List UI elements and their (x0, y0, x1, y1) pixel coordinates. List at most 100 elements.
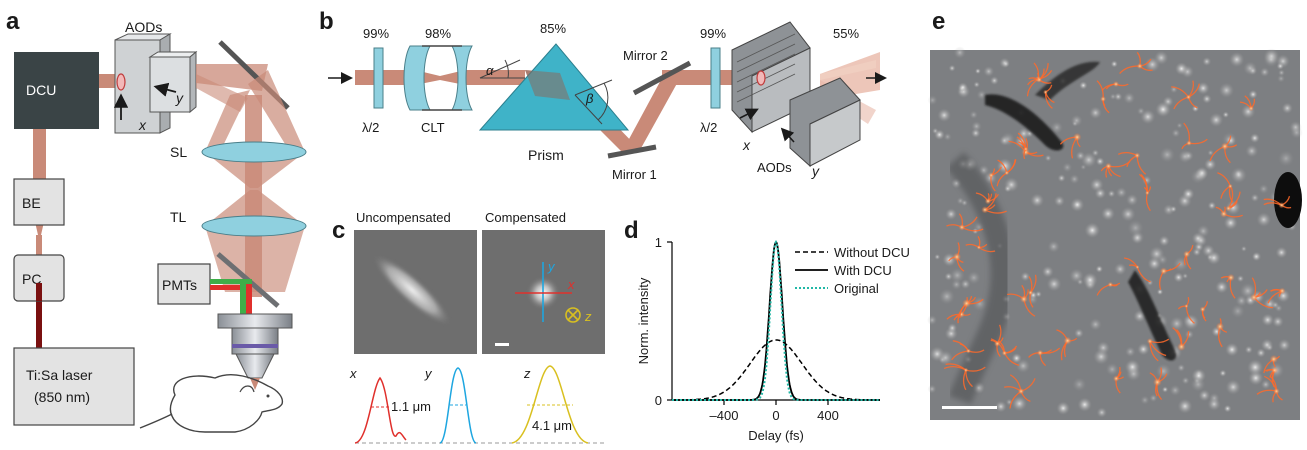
cell-body (1079, 81, 1088, 90)
microglia (965, 236, 996, 253)
cell-body (1127, 219, 1144, 236)
cell-body (1278, 338, 1291, 352)
beta-label: β (585, 91, 594, 106)
cell-body (1278, 69, 1285, 77)
cell-body (1250, 193, 1260, 202)
micrograph (927, 46, 1303, 420)
cell-body (1041, 265, 1054, 278)
fwhm-xy-label: 1.1 μm (391, 399, 431, 414)
z-axis-symbol (565, 307, 581, 323)
panel-a: a DCU BE PC Ti:Sa laser (850 nm) AODs x … (6, 8, 307, 433)
sl-label: SL (170, 144, 187, 160)
cell-body (1222, 111, 1230, 118)
x-axis-title: Delay (fs) (748, 428, 804, 443)
cell-body (1011, 353, 1022, 364)
cell-body (1230, 167, 1247, 184)
cell-body (1047, 240, 1060, 253)
cell-body (1072, 377, 1087, 392)
fwhm-z-label: 4.1 μm (532, 418, 572, 433)
cell-body (1080, 164, 1087, 171)
cell-body (1114, 92, 1123, 101)
cell-body (1016, 358, 1031, 373)
cell-body (1182, 187, 1195, 201)
microglia (981, 193, 1007, 214)
beam-segment (99, 74, 119, 88)
cell-body (1225, 379, 1241, 395)
cell-body (1162, 386, 1169, 393)
microglia (1096, 281, 1121, 296)
profile-z-curve (511, 365, 589, 444)
cell-body (939, 288, 955, 305)
y-arrow (780, 127, 795, 143)
scan-lens (201, 141, 307, 163)
y-arrow (153, 82, 177, 97)
cell-body (1173, 272, 1184, 283)
emission-red (210, 285, 252, 290)
pmts-label: PMTs (162, 277, 197, 293)
microglia (1215, 318, 1228, 348)
cell-body (1190, 377, 1206, 392)
legend-label-original: Original (834, 281, 879, 296)
aod-x-label: x (138, 117, 147, 133)
eff-prism: 85% (540, 21, 566, 36)
microglia (1112, 366, 1125, 394)
microglia (1171, 80, 1200, 110)
microglia (1096, 80, 1110, 114)
cell-body (1206, 250, 1221, 265)
mouse-eye (266, 394, 270, 398)
microglia (1183, 245, 1194, 270)
emission-red (246, 284, 252, 314)
microglia (1181, 122, 1208, 150)
cell-body (974, 68, 981, 75)
microglia (1100, 161, 1131, 178)
cell-body (1123, 92, 1136, 104)
dcu-label: DCU (26, 82, 56, 98)
cell-body (1275, 246, 1288, 259)
mouse-ear (239, 385, 255, 393)
microglia (1215, 206, 1243, 218)
alpha-label: α (486, 63, 494, 78)
cell-body (1044, 154, 1052, 162)
microglia (1225, 187, 1241, 212)
cell-body (967, 271, 981, 285)
cell-body (938, 350, 953, 366)
cell-body (983, 66, 995, 77)
x-arrow (739, 108, 759, 121)
cell-body (1115, 187, 1127, 198)
cell-body (972, 296, 988, 312)
emission-green (240, 284, 246, 314)
cell-body (934, 253, 941, 260)
cell-body (1209, 112, 1224, 127)
cell-body (948, 64, 956, 72)
eff-clt: 98% (425, 26, 451, 41)
cell-body (1050, 121, 1064, 134)
dcu-box (14, 52, 99, 129)
cell-body (1263, 52, 1279, 67)
cell-body (1169, 316, 1185, 331)
cell-body (1004, 177, 1019, 193)
cell-body (1207, 149, 1214, 156)
microglia (1006, 284, 1036, 317)
cell-body (1258, 184, 1269, 194)
cell-body (1114, 262, 1127, 276)
eff-aods: 55% (833, 26, 859, 41)
cell-body (1133, 309, 1146, 323)
cell-body (1011, 396, 1027, 412)
cell-body (1175, 62, 1188, 76)
cell-body (1091, 149, 1100, 157)
cell-body (990, 76, 999, 85)
cell-body (1077, 397, 1092, 412)
laser-beam (36, 283, 42, 348)
microglia (1004, 374, 1036, 409)
blood-vessel (1035, 61, 1100, 100)
microglia (1263, 354, 1281, 374)
panel-b: b 99% λ/2 98% CLT 85% Prism α β (319, 8, 887, 182)
beam-in-prism (525, 70, 570, 100)
objective-collar (217, 313, 293, 329)
cell-body (1223, 215, 1238, 230)
microglia (1119, 51, 1153, 74)
cell-body (957, 82, 969, 93)
panel-e: e (927, 8, 1303, 420)
cell-body (1289, 121, 1302, 134)
